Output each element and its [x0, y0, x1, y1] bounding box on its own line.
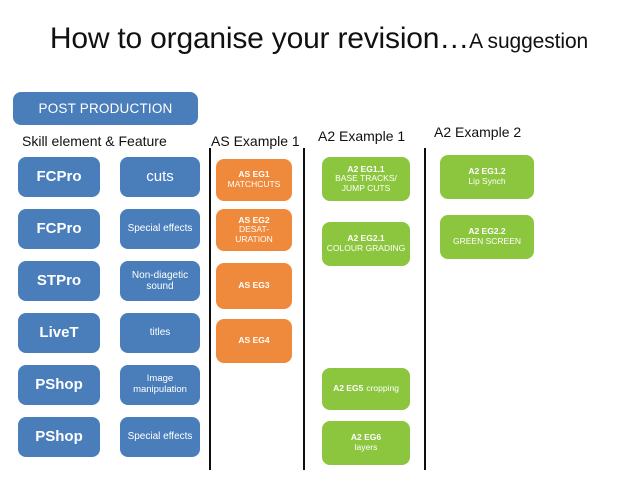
a2-example-1-box[interactable]: A2 EG2.1 COLOUR GRADING — [322, 222, 410, 266]
as-example-1-code: AS EG3 — [238, 280, 270, 291]
feature-box[interactable]: Image manipulation — [120, 365, 200, 405]
a2-example-2-code: A2 EG1.2 — [468, 166, 506, 177]
a2-example-2-box[interactable]: A2 EG1.2 Lip Synch — [440, 155, 534, 199]
as-example-1-code: AS EG4 — [238, 335, 270, 346]
page-title-main: How to organise your revision… — [49, 22, 470, 55]
feature-box[interactable]: cuts — [120, 157, 200, 197]
a2-example-1-box[interactable]: A2 EG1.1 BASE TRACKS/ JUMP CUTS — [322, 157, 410, 201]
feature-label: Special effects — [127, 431, 193, 443]
feature-label: cuts — [146, 167, 174, 185]
feature-box[interactable]: titles — [120, 313, 200, 353]
column-header-a2-example-1: A2 Example 1 — [318, 128, 406, 144]
a2-example-2-code: A2 EG2.2 — [468, 226, 506, 237]
skill-element-label: FCPro — [36, 167, 82, 185]
a2-example-2-box[interactable]: A2 EG2.2 GREEN SCREEN — [440, 215, 534, 259]
as-example-1-box[interactable]: AS EG3 — [216, 263, 292, 309]
as-example-1-box[interactable]: AS EG1 MATCHCUTS — [216, 159, 292, 201]
a2-example-1-code: A2 EG6 — [350, 432, 382, 443]
skill-element-box[interactable]: FCPro — [18, 209, 100, 249]
skill-element-label: FCPro — [36, 219, 82, 237]
feature-label: titles — [149, 327, 171, 339]
as-example-1-code: AS EG2 — [238, 214, 270, 225]
a2-example-1-desc: cropping — [366, 383, 399, 394]
feature-label-line2: sound — [146, 281, 174, 292]
as-example-1-desc-line3: URATION — [235, 233, 273, 244]
feature-label-line2: manipulation — [133, 384, 187, 395]
post-production-label: POST PRODUCTION — [38, 101, 173, 116]
a2-example-1-code: A2 EG5 — [333, 383, 364, 394]
a2-example-1-code: A2 EG2.1 — [347, 233, 385, 244]
column-header-as-example-1: AS Example 1 — [211, 133, 300, 149]
column-divider-2 — [303, 148, 305, 470]
feature-box[interactable]: Non-diagetic sound — [120, 261, 200, 301]
post-production-banner[interactable]: POST PRODUCTION — [13, 92, 198, 125]
feature-label: Image — [146, 373, 174, 385]
skill-element-label: STPro — [36, 271, 82, 289]
skill-element-box[interactable]: FCPro — [18, 157, 100, 197]
feature-box[interactable]: Special effects — [120, 417, 200, 457]
skill-element-box[interactable]: PShop — [18, 365, 100, 405]
feature-label: Special effects — [127, 223, 193, 235]
a2-example-1-desc-line3: JUMP CUTS — [341, 182, 391, 193]
page-title: How to organise your revision…A suggesti… — [0, 22, 638, 56]
skill-element-box[interactable]: STPro — [18, 261, 100, 301]
a2-example-1-code: A2 EG1.1 — [347, 163, 385, 174]
column-divider-1 — [209, 148, 211, 470]
a2-example-1-desc: COLOUR GRADING — [326, 243, 406, 253]
page-title-sub: A suggestion — [469, 30, 589, 53]
as-example-1-desc: DESAT- — [238, 224, 270, 235]
skill-element-label: PShop — [35, 427, 83, 445]
column-header-a2-example-2: A2 Example 2 — [434, 124, 522, 140]
skill-element-box[interactable]: PShop — [18, 417, 100, 457]
feature-label: Non-diagetic — [131, 269, 189, 281]
a2-example-1-desc: layers — [354, 442, 378, 452]
column-divider-3 — [424, 148, 426, 470]
column-header-skill-element: Skill element & Feature — [22, 133, 167, 149]
as-example-1-code: AS EG1 — [238, 169, 270, 180]
as-example-1-box[interactable]: AS EG4 — [216, 319, 292, 363]
skill-element-box[interactable]: LiveT — [18, 313, 100, 353]
a2-example-1-desc: BASE TRACKS/ — [335, 173, 397, 184]
as-example-1-box[interactable]: AS EG2 DESAT- URATION — [216, 209, 292, 251]
as-example-1-desc: MATCHCUTS — [227, 179, 281, 189]
feature-box[interactable]: Special effects — [120, 209, 200, 249]
a2-example-2-desc: GREEN SCREEN — [452, 236, 521, 246]
a2-example-1-box[interactable]: A2 EG6 layers — [322, 421, 410, 465]
a2-example-2-desc: Lip Synch — [468, 176, 506, 186]
skill-element-label: LiveT — [39, 323, 79, 341]
skill-element-label: PShop — [35, 375, 83, 393]
